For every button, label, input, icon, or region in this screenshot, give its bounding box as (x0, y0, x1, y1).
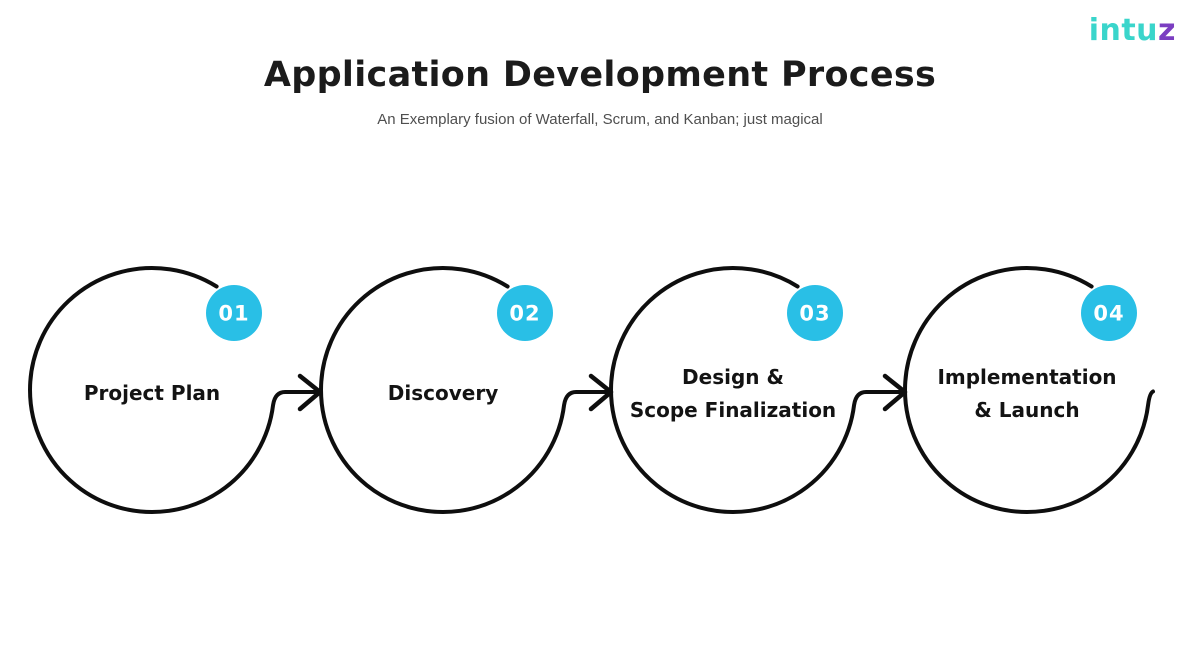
logo-text-accent: z (1158, 13, 1176, 48)
logo-text-main: intu (1088, 13, 1159, 48)
step-3-badge (787, 285, 843, 341)
step-4-label-line-2: & Launch (974, 398, 1080, 422)
step-4-badge (1081, 285, 1137, 341)
step-4-label-line-1: Implementation (937, 365, 1117, 389)
step-1-ring (28, 266, 318, 514)
step-1-group: 01 (28, 266, 323, 514)
step-2-badge (497, 285, 553, 341)
step-4-ring (903, 266, 1155, 514)
step-2-ring (319, 266, 609, 514)
step-4-number: 04 (1093, 302, 1124, 326)
step-3-label-line-1: Design & (682, 365, 784, 389)
step-1-number: 01 (218, 302, 249, 326)
step-1-badge (206, 285, 262, 341)
step-4-label: Implementation & Launch (897, 361, 1157, 427)
step-4-group: 04 (903, 266, 1155, 514)
step-3-ring (609, 266, 903, 514)
page-subtitle: An Exemplary fusion of Waterfall, Scrum,… (377, 111, 823, 128)
intuz-logo: intuz (1089, 13, 1176, 49)
page-title: Application Development Process (263, 55, 937, 95)
step-3-label-line-2: Scope Finalization (629, 398, 837, 422)
step-3-group: 03 (609, 266, 908, 514)
step-3-number: 03 (799, 302, 830, 326)
step-2-number: 02 (509, 302, 540, 326)
step-3-label: Design & Scope Finalization (603, 361, 863, 427)
step-1-label: Project Plan (22, 377, 282, 409)
step-2-label-line: Discovery (387, 381, 499, 405)
step-1-label-line: Project Plan (83, 381, 221, 405)
step-2-label: Discovery (313, 377, 573, 409)
